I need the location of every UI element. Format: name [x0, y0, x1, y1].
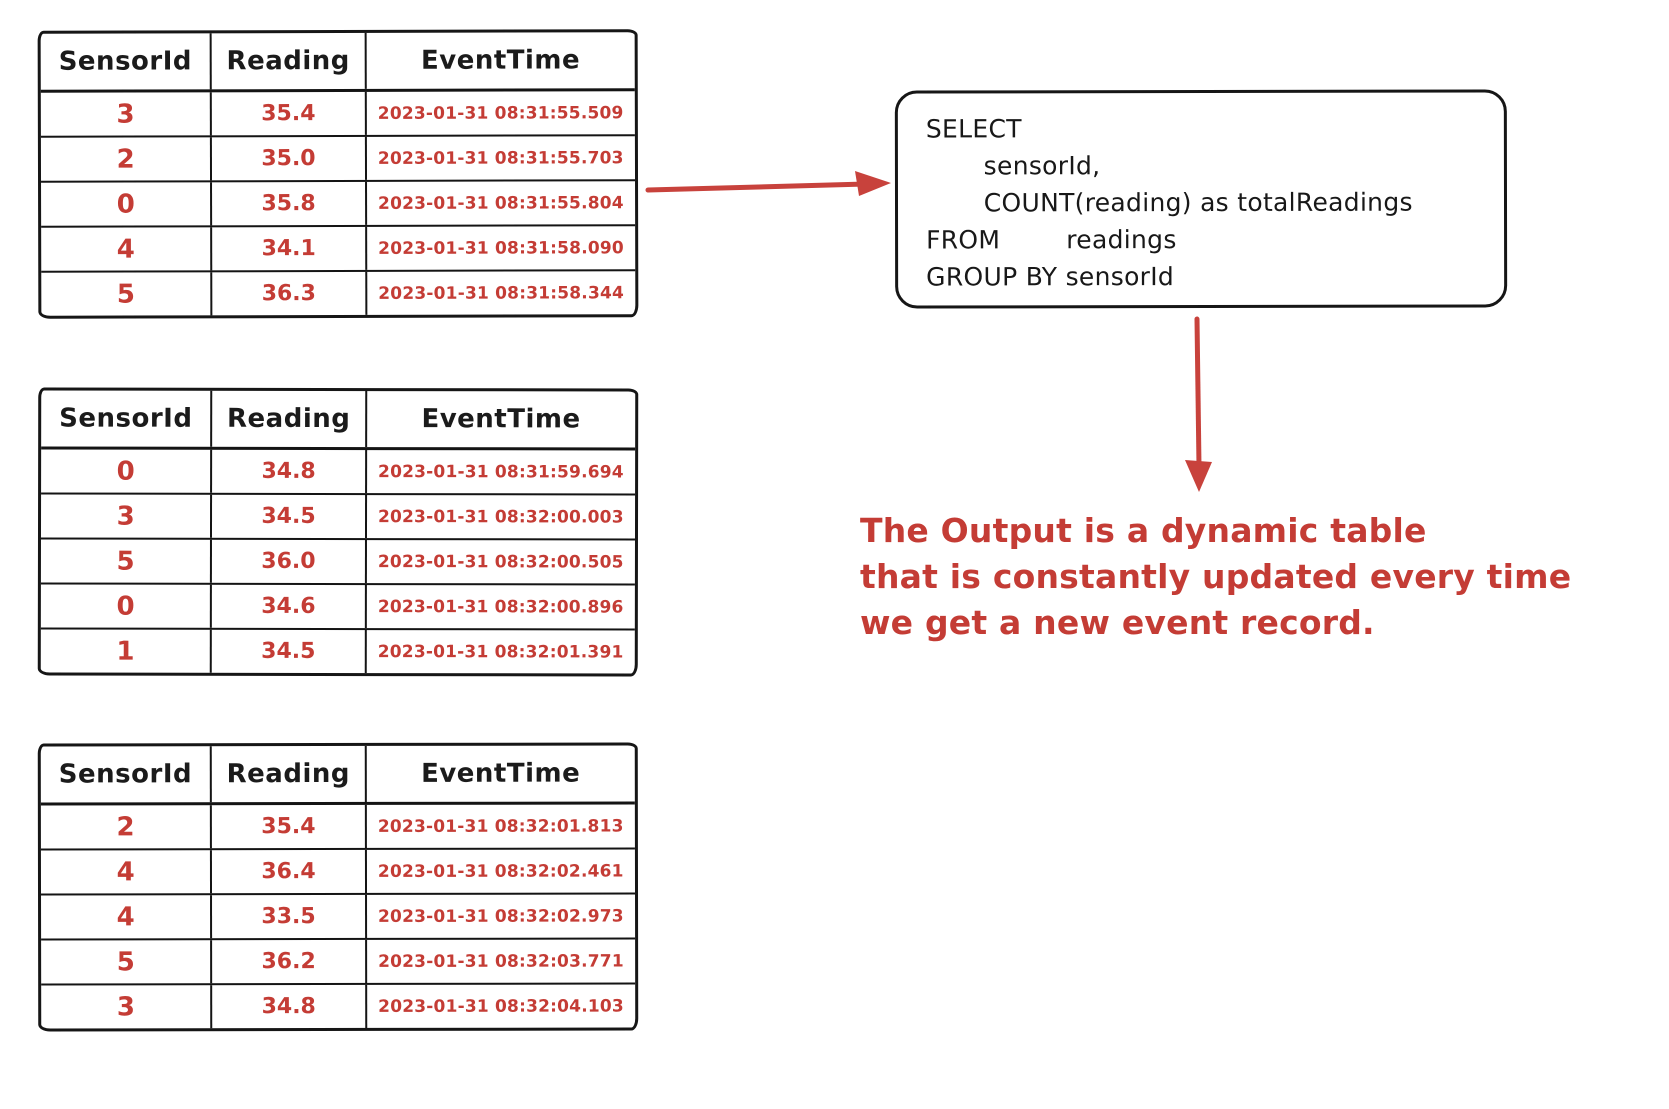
- column-header-eventtime: EventTime: [364, 745, 635, 802]
- sensor-id-cell: 4: [116, 856, 135, 887]
- sensor-id-cell: 5: [116, 546, 135, 577]
- reading-cell: 34.6: [210, 584, 365, 629]
- reading-cell: 35.4: [210, 91, 365, 136]
- sql-line: COUNT(reading) as totalReadings: [925, 187, 1413, 218]
- output-note: The Output is a dynamic table that is co…: [860, 508, 1660, 646]
- reading-cell: 36.0: [210, 539, 365, 584]
- sql-line: sensorId,: [925, 151, 1101, 181]
- column-header-eventtime: EventTime: [364, 391, 636, 448]
- flow-arrow-right-icon: [645, 171, 891, 196]
- sensor-id-cell: 3: [116, 501, 135, 532]
- sql-line: GROUP BY sensorId: [926, 262, 1175, 292]
- event-time-cell: 2023-01-31 08:31:58.090: [364, 226, 636, 270]
- event-time-cell: 2023-01-31 08:31:59.694: [364, 450, 636, 494]
- event-time-cell: 2023-01-31 08:32:03.771: [364, 939, 636, 983]
- sensor-id-cell: 1: [116, 636, 135, 667]
- event-time-cell: 2023-01-31 08:32:02.461: [364, 849, 635, 893]
- table-header-row: SensorId Reading EventTime: [40, 32, 635, 93]
- event-time-cell: 2023-01-31 08:32:00.896: [364, 585, 635, 629]
- event-time-cell: 2023-01-31 08:32:00.505: [364, 540, 635, 584]
- event-time-cell: 2023-01-31 08:32:00.003: [364, 495, 636, 539]
- reading-cell: 35.0: [210, 136, 365, 181]
- sensor-id-cell: 5: [116, 279, 136, 310]
- reading-cell: 35.4: [210, 804, 365, 849]
- note-line: The Output is a dynamic table: [860, 511, 1427, 550]
- reading-cell: 34.1: [210, 226, 365, 271]
- reading-cell: 34.8: [210, 984, 365, 1029]
- column-header-eventtime: EventTime: [364, 32, 635, 89]
- sensor-id-cell: 5: [116, 946, 135, 977]
- column-header-sensorid: SensorId: [58, 759, 193, 790]
- event-time-cell: 2023-01-31 08:32:01.813: [364, 804, 635, 848]
- note-line: that is constantly updated every time: [860, 557, 1572, 596]
- sql-query-box: SELECT sensorId, COUNT(reading) as total…: [894, 89, 1508, 309]
- event-time-cell: 2023-01-31 08:31:55.509: [364, 91, 635, 135]
- sql-line: FROM readings: [926, 225, 1177, 255]
- reading-cell: 36.3: [210, 271, 366, 316]
- sensor-id-cell: 4: [116, 901, 135, 932]
- reading-cell: 34.5: [210, 629, 365, 674]
- sensor-id-cell: 3: [116, 991, 135, 1022]
- sensor-id-cell: 0: [116, 456, 135, 487]
- event-time-cell: 2023-01-31 08:31:55.804: [364, 181, 636, 225]
- sensor-id-cell: 2: [116, 811, 135, 842]
- reading-cell: 33.5: [210, 894, 365, 939]
- event-time-cell: 2023-01-31 08:31:55.703: [364, 136, 635, 180]
- event-time-cell: 2023-01-31 08:31:58.344: [364, 271, 636, 315]
- table-header-row: SensorId Reading EventTime: [40, 745, 635, 806]
- column-header-sensorid: SensorId: [59, 403, 193, 434]
- sensor-id-cell: 0: [116, 189, 135, 220]
- sql-line: SELECT: [925, 114, 1022, 144]
- event-time-cell: 2023-01-31 08:32:04.103: [364, 984, 636, 1028]
- table-header-row: SensorId Reading EventTime: [41, 390, 636, 451]
- sensor-id-cell: 0: [116, 591, 135, 622]
- event-time-cell: 2023-01-31 08:32:01.391: [364, 630, 635, 674]
- sensor-id-cell: 3: [116, 99, 135, 130]
- column-header-reading: Reading: [210, 745, 365, 803]
- reading-cell: 34.5: [210, 494, 365, 539]
- reading-cell: 35.8: [210, 181, 365, 226]
- event-time-cell: 2023-01-31 08:32:02.973: [364, 894, 636, 938]
- column-header-sensorid: SensorId: [58, 46, 193, 77]
- sensor-id-cell: 4: [116, 234, 135, 265]
- column-header-reading: Reading: [210, 390, 365, 448]
- column-header-reading: Reading: [209, 32, 365, 90]
- sensor-id-cell: 2: [116, 144, 135, 175]
- flow-arrow-down-icon: [1185, 316, 1212, 492]
- reading-cell: 36.4: [210, 849, 365, 894]
- note-line: we get a new event record.: [860, 603, 1375, 642]
- reading-cell: 34.8: [210, 449, 365, 494]
- reading-cell: 36.2: [210, 939, 365, 984]
